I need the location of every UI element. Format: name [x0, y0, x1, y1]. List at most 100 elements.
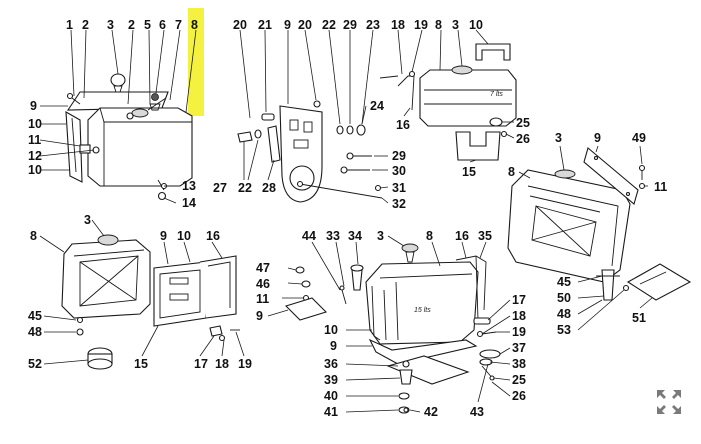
- callout: 51: [632, 311, 646, 325]
- callout: 2: [82, 18, 89, 32]
- callout: 27: [213, 181, 227, 195]
- callout: 25: [512, 373, 526, 387]
- callout: 9: [30, 99, 37, 113]
- callout: 5: [144, 18, 151, 32]
- callout: 16: [206, 229, 220, 243]
- callout: 3: [84, 213, 91, 227]
- callout: 26: [516, 132, 530, 146]
- capacity-label-7l: 7 lts: [490, 91, 503, 98]
- callout: 8: [435, 18, 442, 32]
- callout: 34: [348, 229, 362, 243]
- callout: 18: [215, 357, 229, 371]
- callout: 42: [424, 405, 438, 419]
- callout: 21: [258, 18, 272, 32]
- callout: 10: [28, 117, 42, 131]
- callout: 8: [508, 165, 515, 179]
- callout: 19: [238, 357, 252, 371]
- assembly-7l-tank: 7 lts: [379, 29, 517, 163]
- callout-highlighted: 8: [191, 18, 198, 32]
- callout: 16: [396, 118, 410, 132]
- assembly-right-jerrycan: [507, 145, 692, 331]
- callout: 11: [28, 133, 41, 147]
- callout: 1: [66, 18, 73, 32]
- callout: 40: [324, 389, 338, 403]
- callout: 8: [426, 229, 433, 243]
- callout: 9: [330, 339, 337, 353]
- callout: 50: [557, 291, 571, 305]
- callout: 15: [134, 357, 148, 371]
- assembly-7l-tank-frame: [39, 29, 197, 204]
- callout: 32: [392, 197, 406, 211]
- callout: 48: [28, 325, 42, 339]
- callout: 43: [470, 405, 484, 419]
- callout: 39: [324, 373, 338, 387]
- assembly-15l-tank: 15 lts: [267, 235, 511, 414]
- callout: 29: [343, 18, 357, 32]
- callout: 11: [654, 180, 667, 194]
- callout: 23: [366, 18, 380, 32]
- callout: 7: [175, 18, 182, 32]
- callout: 30: [392, 164, 406, 178]
- callout: 10: [177, 229, 191, 243]
- highlight-marker: [188, 8, 204, 116]
- callout: 12: [28, 149, 42, 163]
- callout: 31: [392, 181, 406, 195]
- callout: 22: [322, 18, 336, 32]
- callout: 45: [28, 309, 42, 323]
- callout: 6: [159, 18, 166, 32]
- callout: 9: [160, 229, 167, 243]
- callout: 18: [512, 309, 526, 323]
- callout: 3: [452, 18, 459, 32]
- callout: 20: [298, 18, 312, 32]
- callout: 33: [326, 229, 340, 243]
- expand-arrows-glyph: [657, 390, 681, 414]
- callout: 38: [512, 357, 526, 371]
- callout: 26: [512, 389, 526, 403]
- callout: 35: [478, 229, 492, 243]
- callout: 19: [512, 325, 526, 339]
- callout: 37: [512, 341, 526, 355]
- callout: 44: [302, 229, 316, 243]
- callout: 17: [512, 293, 526, 307]
- callout: 9: [284, 18, 291, 32]
- callout: 47: [256, 261, 270, 275]
- expand-arrows-icon[interactable]: [655, 388, 683, 416]
- callout: 48: [557, 307, 571, 321]
- callout: 15: [462, 165, 476, 179]
- callout: 28: [262, 181, 276, 195]
- assembly-bracket-plate: [237, 29, 389, 204]
- assembly-left-jerrycan: [39, 219, 151, 370]
- callout: 36: [324, 357, 338, 371]
- callout: 16: [455, 229, 469, 243]
- callout: 22: [238, 181, 252, 195]
- callout: 18: [391, 18, 405, 32]
- callout: 10: [469, 18, 483, 32]
- capacity-label-15l: 15 lts: [414, 307, 431, 314]
- assembly-left-frame: [141, 241, 245, 357]
- callout: 19: [414, 18, 428, 32]
- callout: 20: [233, 18, 247, 32]
- callout: 11: [256, 292, 269, 306]
- callout: 9: [256, 309, 263, 323]
- callout: 46: [256, 277, 270, 291]
- callout: 8: [30, 229, 37, 243]
- callout-numbers: 1 2 3 2 5 6 7 8 9 10 11 12 10 13 14 20 2…: [28, 18, 667, 419]
- callout: 2: [128, 18, 135, 32]
- callout: 10: [28, 163, 42, 177]
- callout: 29: [392, 149, 406, 163]
- callout: 53: [557, 323, 571, 337]
- callout: 25: [516, 116, 530, 130]
- callout: 9: [594, 131, 601, 145]
- callout: 52: [28, 357, 42, 371]
- callout: 41: [324, 405, 338, 419]
- callout: 3: [555, 131, 562, 145]
- callout: 10: [324, 323, 338, 337]
- callout: 3: [377, 229, 384, 243]
- callout: 17: [194, 357, 208, 371]
- callout: 14: [182, 196, 196, 210]
- callout: 24: [370, 99, 384, 113]
- callout: 3: [107, 18, 114, 32]
- callout: 49: [632, 131, 646, 145]
